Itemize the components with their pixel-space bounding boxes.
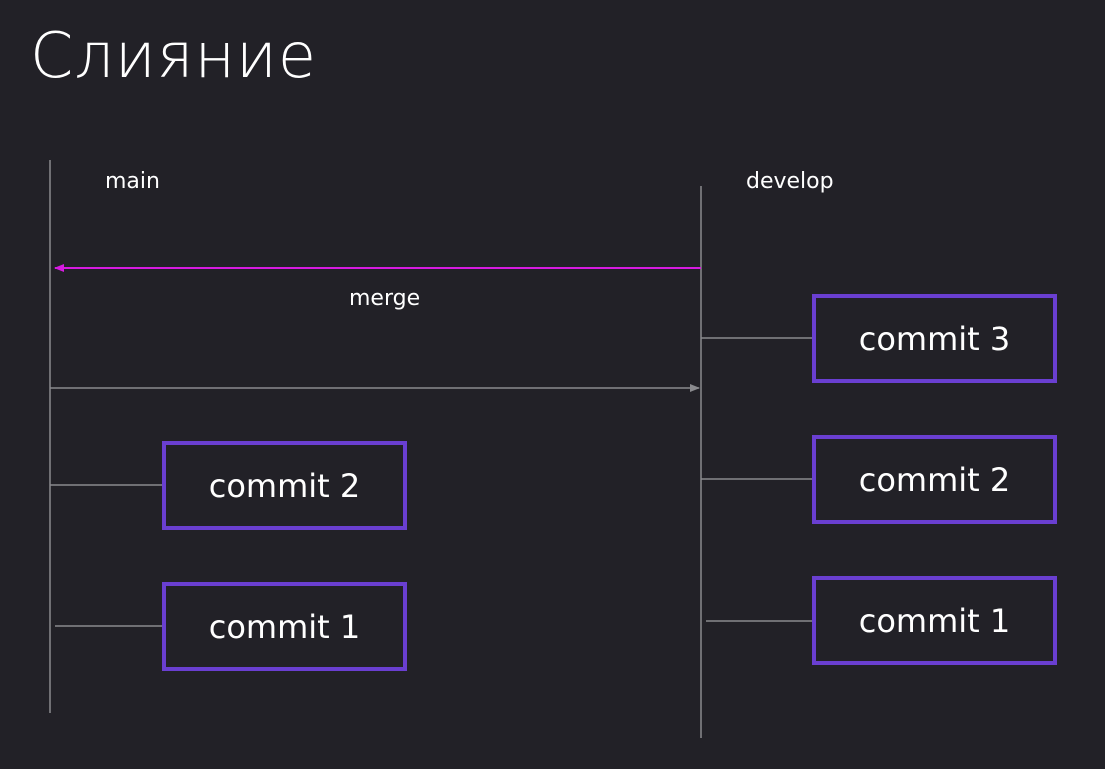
develop-branch-label: develop (746, 169, 834, 194)
develop-commit-3: commit 3 (812, 294, 1057, 383)
develop-commit-2: commit 2 (812, 435, 1057, 524)
main-commit-1: commit 1 (162, 582, 407, 671)
slide-title: Слияние (30, 19, 317, 92)
main-commit-2: commit 2 (162, 441, 407, 530)
main-branch-label: main (105, 169, 160, 194)
merge-label: merge (349, 286, 421, 311)
develop-commit-1: commit 1 (812, 576, 1057, 665)
